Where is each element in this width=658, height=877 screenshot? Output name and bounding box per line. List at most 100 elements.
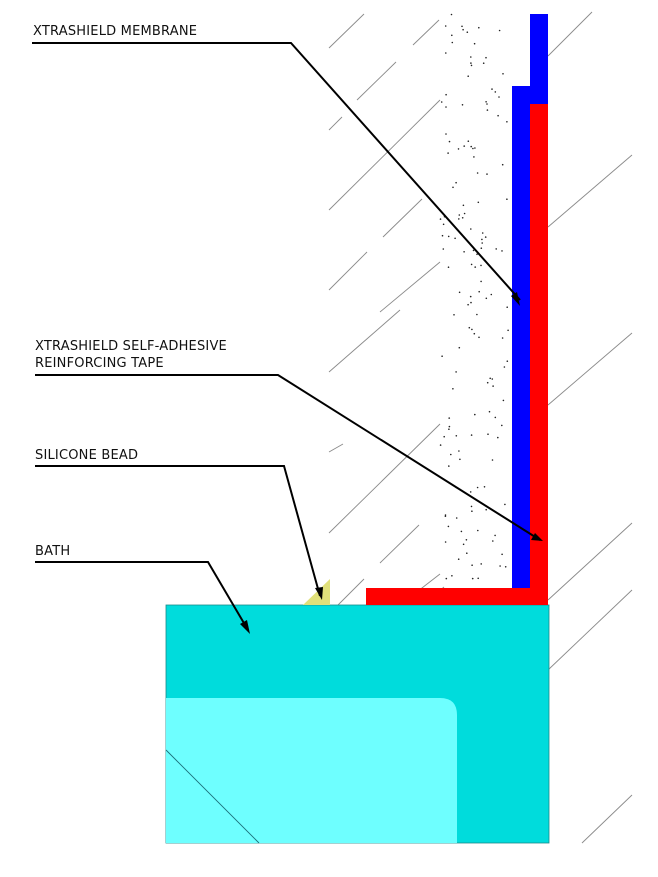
stipple-dot: [460, 530, 463, 533]
leader-bath: [35, 561, 249, 631]
stipple-dot: [455, 371, 457, 373]
hatch-line: [328, 309, 401, 373]
stipple-dot: [470, 505, 473, 508]
stipple-dot: [473, 42, 476, 45]
stipple-dot: [478, 26, 480, 29]
stipple-dot: [471, 577, 474, 580]
stipple-dot: [448, 465, 450, 467]
stipple-dot: [471, 564, 473, 566]
label-tape-line1: XTRASHIELD SELF-ADHESIVE: [35, 339, 227, 354]
stipple-dot: [458, 450, 460, 452]
stipple-dot: [445, 577, 448, 580]
stipple-dot: [447, 235, 450, 238]
hatch-line: [337, 578, 365, 606]
stipple-dot: [470, 145, 473, 148]
stipple-dot: [497, 436, 499, 439]
stipple-dot: [474, 413, 476, 416]
stipple-dot: [501, 553, 503, 556]
stipple-dot: [498, 29, 501, 32]
stipple-dot: [470, 263, 473, 266]
stipple-dot: [494, 416, 497, 419]
stipple-dot: [491, 88, 493, 90]
stipple-dot: [448, 428, 450, 431]
stipple-dot: [498, 96, 500, 98]
label-membrane: XTRASHIELD MEMBRANE: [33, 24, 198, 39]
stipple-dot: [445, 106, 447, 108]
stipple-dot: [448, 425, 451, 428]
stipple-dot: [463, 251, 465, 253]
stipple-dot: [470, 434, 473, 436]
stipple-dot: [463, 212, 466, 215]
hatch-line: [547, 11, 593, 57]
leader-silicone-arrowhead: [315, 587, 323, 600]
stipple-dot: [474, 147, 476, 149]
stipple-dot: [463, 145, 466, 147]
stipple-dot: [470, 228, 472, 230]
stipple-dot: [458, 291, 461, 294]
stipple-dot: [491, 378, 494, 380]
stipple-dot: [492, 385, 494, 387]
stipple-dot: [502, 399, 505, 402]
stipple-dot: [458, 218, 460, 220]
stipple-dot: [466, 552, 468, 554]
stipple-dot: [470, 301, 472, 304]
stipple-dot: [477, 201, 480, 204]
hatch-line: [547, 522, 633, 601]
stipple-dot: [442, 248, 445, 250]
stipple-dot: [440, 101, 443, 103]
stipple-dot: [478, 290, 481, 293]
stipple-dot: [459, 458, 461, 461]
stipple-dot: [506, 306, 509, 309]
stipple-dot: [477, 577, 480, 580]
stipple-dot: [447, 266, 450, 269]
label-tape-line2: REINFORCING TAPE: [35, 356, 164, 371]
stipple-dot: [474, 266, 477, 268]
stipple-dot: [451, 34, 453, 37]
stipple-dot: [485, 101, 487, 103]
stipple-dot: [462, 28, 464, 31]
stipple-dot: [442, 223, 445, 226]
bath-hatch-line: [165, 749, 260, 844]
stipple-dot: [480, 563, 483, 565]
stipple-dot: [450, 13, 453, 16]
stipple-dot: [467, 75, 470, 77]
label-silicone: SILICONE BEAD: [35, 448, 139, 463]
hatch-line: [581, 794, 633, 844]
stipple-dot: [444, 515, 447, 517]
stipple-dot: [494, 534, 496, 537]
stipple-dot: [444, 514, 447, 516]
stipple-dot: [443, 435, 446, 438]
stipple-dot: [457, 558, 460, 560]
stipple-dot: [467, 303, 469, 306]
stipple-dot: [469, 295, 472, 298]
stipple-dot: [450, 453, 452, 456]
stipple-dot: [470, 64, 473, 67]
stipple-dot: [451, 575, 453, 577]
stipple-dot: [489, 377, 492, 380]
stipple-dot: [444, 25, 447, 27]
stipple-dot: [447, 152, 449, 154]
stipple-dot: [445, 52, 447, 54]
stipple-dot: [451, 41, 454, 44]
stipple-dot: [470, 62, 472, 64]
hatch-line: [412, 19, 440, 46]
stipple-dot: [506, 360, 509, 363]
stipple-dot: [504, 566, 507, 568]
hatch-line: [379, 261, 441, 313]
stipple-dot: [482, 62, 485, 64]
stipple-dot: [445, 133, 447, 135]
stipple-dot: [468, 326, 471, 329]
stipple-dot: [485, 508, 488, 511]
stipple-dot: [481, 232, 484, 234]
hatch-line: [328, 443, 344, 453]
stipple-dot: [462, 204, 465, 207]
stipple-dot: [495, 248, 498, 250]
stipple-dot: [501, 163, 504, 166]
stipple-dot: [473, 156, 475, 158]
hatch-line: [328, 423, 441, 534]
render-stipple: [439, 13, 509, 580]
hatch-line: [328, 116, 343, 131]
stipple-dot: [477, 529, 479, 532]
stipple-dot: [480, 247, 483, 249]
